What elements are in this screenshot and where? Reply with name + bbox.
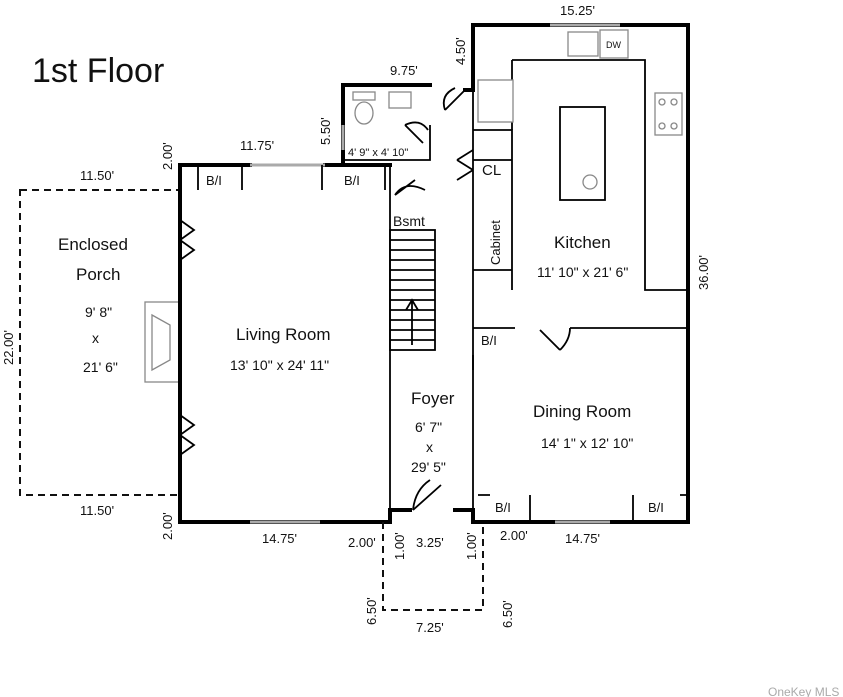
watermark: OneKey MLS: [768, 685, 839, 697]
porch-size-2: 21' 6": [83, 359, 118, 375]
bi-label-1: B/I: [206, 173, 222, 188]
dim-stoop-left: 6.50': [364, 597, 379, 625]
dim-bath-top: 9.75': [390, 63, 418, 78]
dim-dining-bottom: 14.75': [565, 531, 600, 546]
dim-porch-top: 11.50': [80, 168, 114, 183]
dim-entry-left-return: 1.00': [392, 532, 407, 560]
front-stoop-outline: [382, 522, 484, 611]
doors: [394, 87, 571, 511]
porch-name-1: Enclosed: [58, 235, 128, 254]
porch-size-x: x: [92, 330, 99, 346]
dim-entry-door: 3.25': [416, 535, 444, 550]
porch-size-1: 9' 8": [85, 304, 112, 320]
dim-entry-left: 2.00': [348, 535, 376, 550]
living-room-name: Living Room: [236, 325, 331, 344]
dim-stoop-bottom: 7.25': [416, 620, 444, 635]
porch-name-2: Porch: [76, 265, 120, 284]
dim-entry-right: 2.00': [500, 528, 528, 543]
dim-living-top: 11.75': [240, 138, 274, 153]
windows: [250, 23, 620, 524]
dim-kitchen-step: 4.50': [453, 37, 468, 65]
dim-stoop-right: 6.50': [500, 600, 515, 628]
dining-room-size: 14' 1" x 12' 10": [541, 435, 633, 451]
bi-label-2: B/I: [344, 173, 360, 188]
enclosed-porch-label: Enclosed Porch 9' 8" x 21' 6": [58, 235, 128, 375]
closet-label: CL: [482, 162, 501, 179]
living-room-size: 13' 10" x 24' 11": [230, 357, 329, 373]
dining-room-name: Dining Room: [533, 402, 631, 421]
foyer-name: Foyer: [411, 389, 455, 408]
dim-living-step: 2.00': [160, 142, 175, 170]
bath-size: 4' 9" x 4' 10": [348, 147, 408, 159]
foyer-size-x: x: [426, 439, 433, 455]
dim-right-side: 36.00': [696, 255, 711, 290]
kitchen-name: Kitchen: [554, 233, 611, 252]
built-ins: [197, 165, 688, 522]
dim-entry-right-return: 1.00': [464, 532, 479, 560]
kitchen-size: 11' 10" x 21' 6": [537, 264, 628, 280]
basement-stairs: [389, 229, 436, 351]
basement-label: Bsmt: [393, 213, 425, 229]
kitchen-counters: [473, 59, 688, 291]
porch-doors: [179, 219, 196, 456]
bi-label-5: B/I: [648, 500, 664, 515]
kitchen-sink-icon: [567, 29, 629, 59]
dim-porch-bottom: 11.50': [80, 503, 114, 518]
island-sink-icon: [582, 174, 598, 190]
foyer-size-2: 29' 5": [411, 459, 446, 475]
dim-kitchen-top: 15.25': [560, 3, 595, 18]
bi-label-4: B/I: [495, 500, 511, 515]
cabinet-label: Cabinet: [488, 220, 503, 265]
dim-porch-side: 22.00': [1, 330, 16, 365]
foyer-size-1: 6' 7": [415, 419, 442, 435]
bi-label-3: B/I: [481, 333, 497, 348]
bath-fixtures: [352, 91, 412, 125]
dim-living-bottom: 14.75': [262, 531, 297, 546]
dishwasher-label: DW: [606, 40, 621, 50]
dim-living-bottom-step: 2.00': [160, 512, 175, 540]
fireplace: [144, 301, 181, 383]
stove-icon: [654, 92, 683, 136]
floor-title: 1st Floor: [32, 52, 164, 90]
dim-bath-side: 5.50': [318, 117, 333, 145]
